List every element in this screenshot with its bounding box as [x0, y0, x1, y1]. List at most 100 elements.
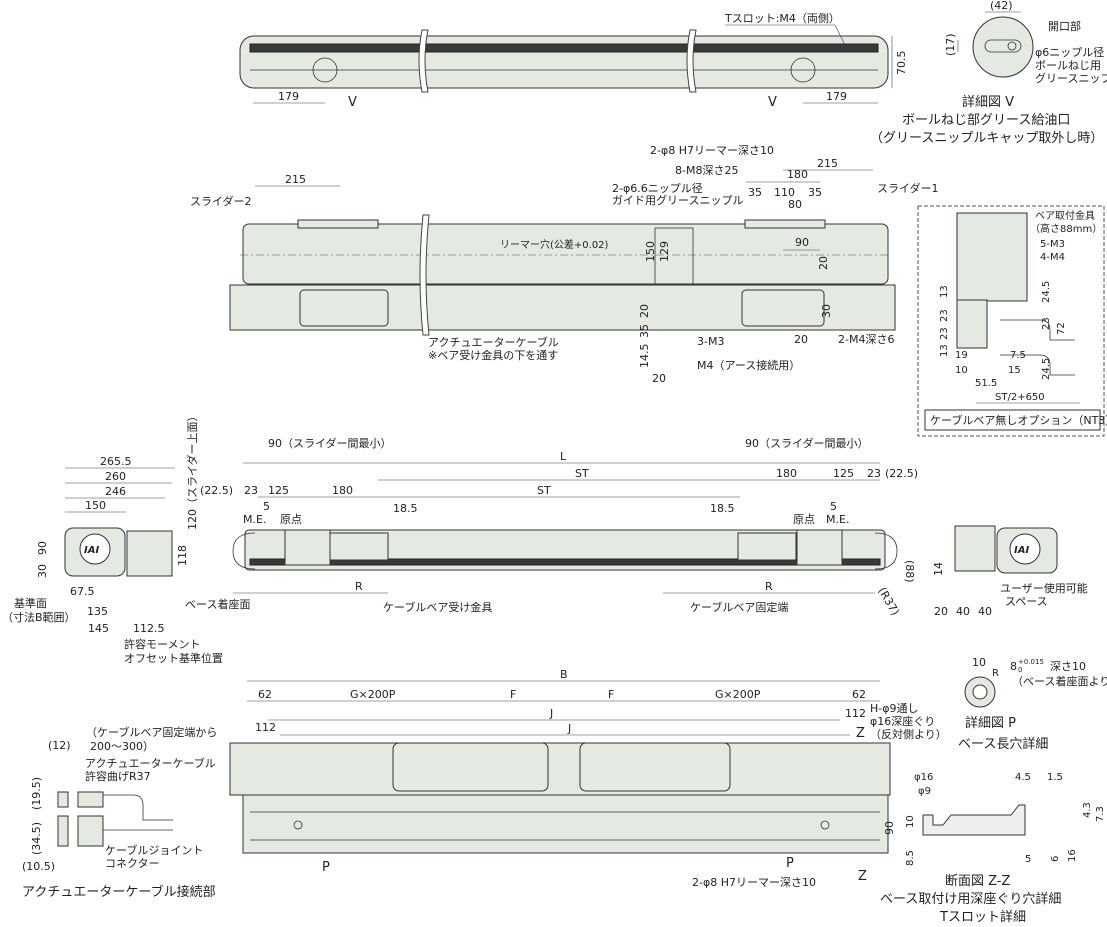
dim-L: L	[560, 450, 567, 463]
dim-10: 10	[905, 815, 916, 828]
dim-23: 23	[939, 309, 950, 322]
dim-8-5: 8.5	[905, 850, 916, 866]
dim-180-right: 180	[776, 467, 797, 480]
dim-62-left: 62	[258, 688, 272, 701]
bracket-height: （高さ88mm）	[1030, 222, 1102, 235]
dim-18-5-left: 18.5	[393, 502, 418, 515]
iai-logo: IAI	[84, 545, 99, 556]
connector-label-1: ケーブルジョイント	[105, 843, 203, 857]
dim-112-left: 112	[255, 721, 276, 734]
dim-30: 30	[36, 564, 49, 578]
dim-129: 129	[658, 241, 671, 262]
tolerance-lower: 0	[1018, 666, 1022, 674]
tslot-label: Tスロット:M4（両側）	[724, 12, 840, 25]
dim-14: 14	[932, 562, 945, 576]
dim-13: 13	[939, 285, 950, 298]
bottom-view: B 62 G×200P F F G×200P 62 J J 112 112 Z …	[229, 668, 947, 889]
nt3-option: ベア取付金具 （高さ88mm） 5-M3 4-M4 13 23 23 13 19…	[917, 205, 1107, 437]
base-seat-label: ベース着座面	[185, 597, 250, 611]
nipple-label-2: ガイド用グリースニップル	[612, 193, 743, 207]
moment-label-2: オフセット基準位置	[124, 651, 223, 665]
detail-v-title: 詳細図 V	[962, 94, 1014, 110]
fixed-end-note-1: （ケーブルベア固定端から	[86, 725, 217, 739]
dim-20c: 20	[638, 304, 651, 318]
nipple-label-2: ボールねじ用	[1035, 59, 1101, 72]
dim-r37: (R37)	[875, 585, 901, 618]
dim-260: 260	[105, 470, 126, 483]
section-title: 断面図 Z-Z	[945, 874, 1011, 889]
section-zz: φ16 φ9 4.5 1.5 10 8.5 4.3 7.3 5 6 16 断面図…	[880, 772, 1106, 925]
reference-surface-range: （寸法B範囲）	[2, 610, 76, 624]
dim-R-right: R	[765, 580, 773, 593]
end-view: IAI 14 20 40 40 ユーザー使用可能 スペース	[932, 525, 1088, 618]
detail-p-subtitle: ベース長穴詳細	[958, 736, 1048, 752]
break-line	[418, 29, 429, 93]
dim-13: 13	[939, 344, 950, 357]
dim-4-3: 4.3	[1082, 802, 1093, 818]
dim-5-left: 5	[263, 500, 270, 513]
dim-J-2: J	[567, 722, 571, 735]
grease-port-left	[312, 57, 338, 83]
origin-right: 原点	[793, 513, 815, 526]
dim-34-5: (34.5)	[30, 822, 43, 855]
dim-24-5: 24.5	[1041, 358, 1052, 380]
receiver-bracket-label: ケーブルベア受け金具	[383, 600, 492, 614]
dim-180: 180	[787, 168, 808, 181]
mechanical-end-left: M.E.	[243, 513, 266, 526]
dim-40b: 40	[978, 605, 992, 618]
dim-42: (42)	[990, 0, 1013, 12]
dim-40a: 40	[956, 605, 970, 618]
dim-st-650: ST/2+650	[995, 392, 1045, 403]
dim-180-left: 180	[332, 484, 353, 497]
dim-23-left: 23	[244, 484, 258, 497]
dim-10: 10	[972, 656, 986, 669]
origin-left: 原点	[280, 513, 302, 526]
side-view: L 90（スライダー間最小） 90（スライダー間最小） ST ST (22.5)…	[200, 436, 918, 618]
detail-v-subtitle: ボールねじ部グリース給油口	[902, 113, 1070, 128]
dim-20d: 20	[652, 372, 666, 385]
dim-17: (17)	[944, 33, 957, 56]
m8-label: 8-M8深さ25	[675, 164, 738, 177]
dim-7-5: 7.5	[1010, 350, 1026, 361]
cable-label: アクチュエーターケーブル	[428, 335, 559, 349]
dim-179-left: 179	[278, 90, 299, 103]
dim-23-right: 23	[867, 467, 881, 480]
min-gap-left: 90（スライダー間最小）	[268, 436, 392, 450]
dim-phi9: φ9	[918, 786, 931, 797]
dim-125-right: 125	[833, 467, 854, 480]
dim-120: 120（スライダー上面）	[185, 410, 199, 530]
dim-20b: 20	[794, 333, 808, 346]
dim-R-left: R	[355, 580, 363, 593]
cable-joint-title: アクチュエーターケーブル接続部	[22, 884, 216, 900]
dim-19: 19	[955, 350, 968, 361]
dim-J-1: J	[549, 707, 553, 720]
dim-18-5-right: 18.5	[710, 502, 735, 515]
dim-145: 145	[88, 622, 109, 635]
dim-90: 90	[795, 236, 809, 249]
connector-label-2: コネクター	[105, 857, 160, 870]
dim-st: ST	[537, 484, 551, 497]
section-z-marker-bottom: Z	[858, 869, 867, 884]
detail-v: (42) (17) 開口部 φ6ニップル径 ボールねじ用 グリースニップル 詳細…	[870, 0, 1107, 146]
break-line	[686, 29, 697, 93]
hole-label-1: H-φ9通し	[870, 702, 919, 715]
dim-14-5: 14.5	[638, 344, 651, 369]
dim-88: (88)	[903, 560, 916, 583]
dim-10-5: (10.5)	[22, 860, 55, 873]
dim-1-5: 1.5	[1047, 772, 1063, 783]
dim-35b: 35	[808, 186, 822, 199]
tolerance-upper: +0.015	[1018, 658, 1044, 666]
dim-30: 30	[820, 304, 833, 318]
dim-51-5: 51.5	[975, 378, 997, 389]
reamer-label: 2-φ8 H7リーマー深さ10	[650, 144, 774, 157]
grease-port-right	[790, 57, 816, 83]
bracket-label: ベア取付金具	[1035, 209, 1095, 222]
dim-112-5: 112.5	[133, 622, 165, 635]
dim-118: 118	[176, 545, 189, 566]
radius-label: R	[992, 668, 999, 679]
dim-F-1: F	[510, 688, 516, 701]
dim-35c: 35	[638, 324, 651, 338]
m4-label: 4-M4	[1040, 252, 1065, 263]
actuator-body-plan	[242, 223, 889, 285]
